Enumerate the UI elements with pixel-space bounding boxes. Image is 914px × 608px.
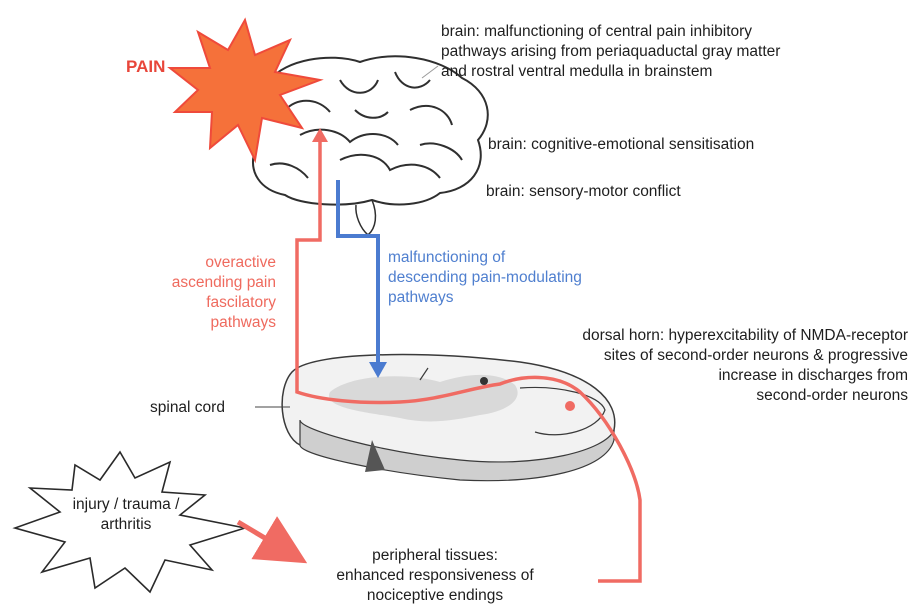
brainstem-line-1: brain: malfunctioning of central pain in… <box>441 22 780 42</box>
brainstem-line-2: pathways arising from periaquaductal gra… <box>441 42 780 62</box>
pain-label: PAIN <box>126 57 165 77</box>
descending-label: malfunctioning of descending pain-modula… <box>388 248 582 308</box>
ascending-line-4: pathways <box>150 313 276 333</box>
descending-line-1: malfunctioning of <box>388 248 582 268</box>
injury-line-1: injury / trauma / <box>66 495 186 515</box>
injury-line-2: arthritis <box>66 515 186 535</box>
sensory-motor-label: brain: sensory-motor conflict <box>486 182 681 202</box>
ascending-line-1: overactive <box>150 253 276 273</box>
ascending-line-3: fascilatory <box>150 293 276 313</box>
dorsal-horn-label: dorsal horn: hyperexcitability of NMDA-r… <box>460 326 908 406</box>
peripheral-label: peripheral tissues: enhanced responsiven… <box>300 546 570 606</box>
peripheral-line-3: nociceptive endings <box>300 586 570 606</box>
descending-line-3: pathways <box>388 288 582 308</box>
brainstem-label: brain: malfunctioning of central pain in… <box>441 22 780 82</box>
peripheral-line-2: enhanced responsiveness of <box>300 566 570 586</box>
cognitive-label: brain: cognitive-emotional sensitisation <box>488 135 754 155</box>
injury-label: injury / trauma / arthritis <box>66 495 186 535</box>
dorsal-horn-line-2: sites of second-order neurons & progress… <box>460 346 908 366</box>
ascending-line-2: ascending pain <box>150 273 276 293</box>
dorsal-horn-line-1: dorsal horn: hyperexcitability of NMDA-r… <box>460 326 908 346</box>
injury-arrow <box>238 522 290 553</box>
descending-line-2: descending pain-modulating <box>388 268 582 288</box>
descending-pathway <box>338 180 387 378</box>
spinal-cord-label: spinal cord <box>150 398 225 418</box>
dorsal-horn-line-3: increase in discharges from <box>460 366 908 386</box>
peripheral-line-1: peripheral tissues: <box>300 546 570 566</box>
dorsal-horn-line-4: second-order neurons <box>460 386 908 406</box>
ascending-label: overactive ascending pain fascilatory pa… <box>150 253 276 333</box>
brainstem-line-3: and rostral ventral medulla in brainstem <box>441 62 780 82</box>
